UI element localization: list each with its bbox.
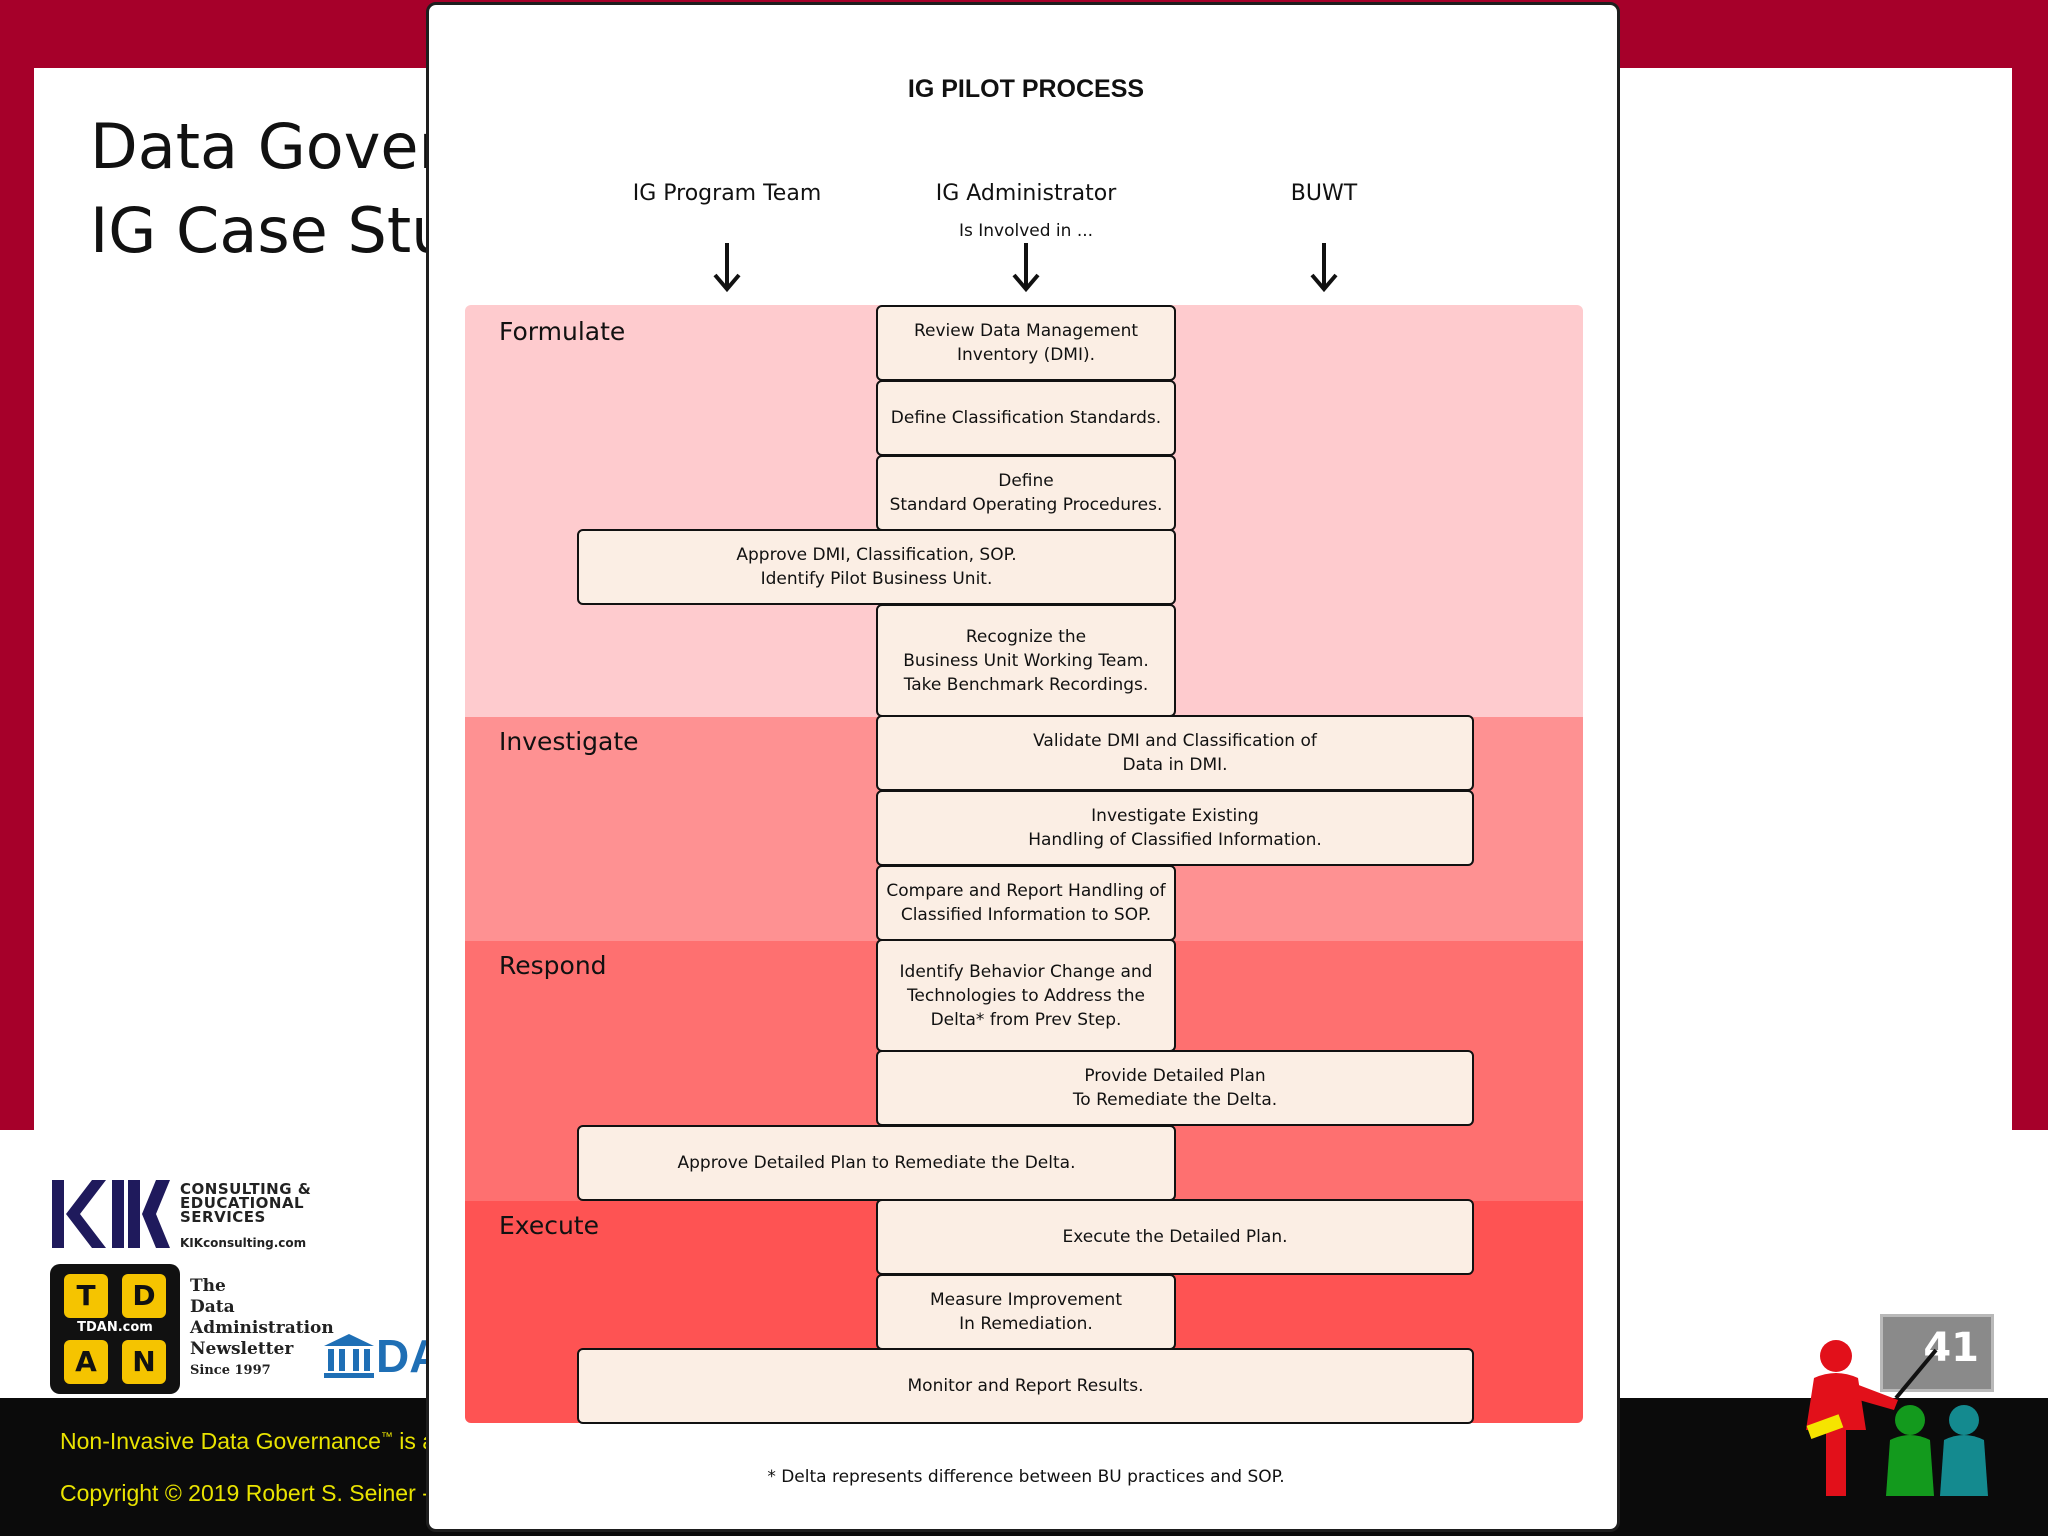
tdan-letter-t: T — [64, 1274, 108, 1318]
process-step-define-classification: Define Classification Standards. — [876, 380, 1176, 456]
phase-label-formulate: Formulate — [499, 317, 626, 346]
page-number-box: 41 — [1880, 1314, 1994, 1392]
presenter-icon — [1806, 1340, 1988, 1496]
footer-line-1: Non-Invasive Data Governance™ is a — [60, 1428, 435, 1455]
process-step-investigate-handling: Investigate Existing Handling of Classif… — [876, 790, 1474, 866]
kik-word-1: CONSULTING & — [180, 1180, 312, 1198]
process-step-measure-improvement: Measure Improvement In Remediation. — [876, 1274, 1176, 1350]
phase-label-respond: Respond — [499, 951, 607, 980]
footer-line-1-text: Non-Invasive Data Governance — [60, 1428, 381, 1454]
process-step-recognize-buwt: Recognize the Business Unit Working Team… — [876, 604, 1176, 717]
process-step-approve-dmi: Approve DMI, Classification, SOP. Identi… — [577, 529, 1176, 605]
phase-label-investigate: Investigate — [499, 727, 639, 756]
dataversity-logo: DA — [322, 1330, 442, 1382]
tdan-letter-a: A — [64, 1340, 108, 1384]
slide-right-bar — [2012, 68, 2048, 1130]
page-number: 41 — [1923, 1325, 1979, 1371]
kik-logo-icon — [52, 1180, 170, 1248]
tdan-word-3: Administration — [190, 1318, 334, 1338]
process-step-compare-report: Compare and Report Handling of Classifie… — [876, 865, 1176, 941]
arrow-down-icon — [1310, 243, 1338, 293]
process-step-review-dmi: Review Data Management Inventory (DMI). — [876, 305, 1176, 381]
diagram-title: IG PILOT PROCESS — [907, 75, 1145, 103]
diagram-footnote: * Delta represents difference between BU… — [767, 1467, 1285, 1487]
arrow-down-icon — [713, 243, 741, 293]
lane-subheader-ig-administrator: Is Involved in ... — [958, 221, 1094, 241]
tdan-url: TDAN.com — [77, 1320, 153, 1335]
trademark-symbol: ™ — [380, 1429, 393, 1444]
kik-word-3: SERVICES — [180, 1208, 266, 1226]
kik-company-words: CONSULTING & EDUCATIONAL SERVICES — [180, 1180, 312, 1226]
building-icon — [324, 1334, 374, 1378]
lane-header-ig-administrator: IG Administrator — [935, 181, 1117, 206]
process-step-provide-plan: Provide Detailed Plan To Remediate the D… — [876, 1050, 1474, 1126]
kik-url: KIKconsulting.com — [180, 1236, 307, 1250]
process-step-identify-behavior: Identify Behavior Change and Technologie… — [876, 939, 1176, 1052]
process-step-validate-dmi: Validate DMI and Classification of Data … — [876, 715, 1474, 791]
slide-title-line-1: Data Gover — [90, 110, 445, 183]
kik-word-2: EDUCATIONAL — [180, 1194, 305, 1212]
arrow-down-icon — [1012, 243, 1040, 293]
process-step-approve-plan: Approve Detailed Plan to Remediate the D… — [577, 1125, 1176, 1201]
lane-header-ig-program-team: IG Program Team — [632, 181, 822, 206]
tdan-word-2: Data — [190, 1297, 235, 1317]
diagram-panel: IG PILOT PROCESS IG Program Team IG Admi… — [426, 2, 1620, 1532]
tdan-words: The Data Administration Newsletter Since… — [190, 1276, 334, 1381]
slide-title-line-2: IG Case Stud — [90, 194, 490, 267]
slide-left-bar — [0, 68, 34, 1130]
tdan-word-1: The — [190, 1276, 226, 1296]
process-step-define-sop: Define Standard Operating Procedures. — [876, 455, 1176, 531]
tdan-letter-n: N — [122, 1340, 166, 1384]
tdan-logo: T D TDAN.com A N — [50, 1264, 180, 1394]
footer-line-2: Copyright © 2019 Robert S. Seiner - — [60, 1480, 430, 1506]
tdan-letter-d: D — [122, 1274, 166, 1318]
phase-label-execute: Execute — [499, 1211, 599, 1240]
lane-header-buwt: BUWT — [1290, 181, 1358, 206]
tdan-word-4: Newsletter — [190, 1339, 294, 1359]
tdan-since: Since 1997 — [190, 1363, 271, 1378]
process-step-execute-plan: Execute the Detailed Plan. — [876, 1199, 1474, 1275]
process-step-monitor-report: Monitor and Report Results. — [577, 1348, 1474, 1424]
